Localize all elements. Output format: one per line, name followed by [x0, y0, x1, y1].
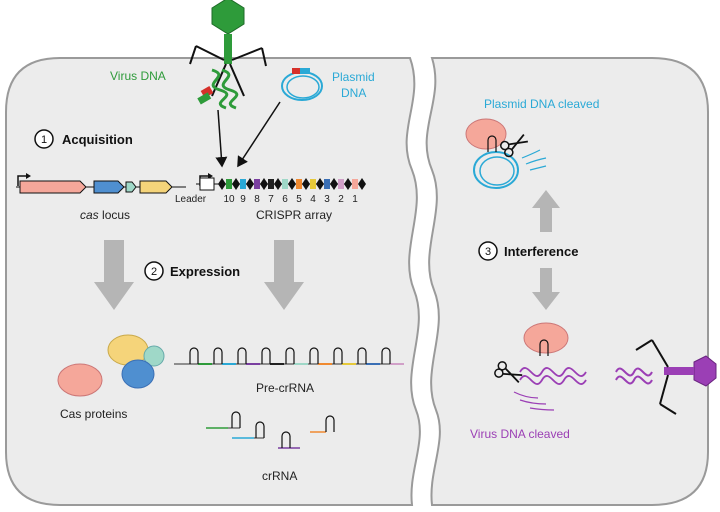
crispr-spacer — [240, 179, 246, 189]
spacer-number: 8 — [254, 194, 260, 205]
phage-icon — [615, 339, 717, 415]
crispr-spacer — [254, 179, 260, 189]
plasmid-dna-label-line1: Plasmid — [332, 70, 375, 84]
crispr-repeat — [246, 178, 254, 190]
pre-crrna-hairpin — [189, 347, 199, 364]
virus-cleavage-complex — [513, 322, 587, 411]
step3-number: 3 — [485, 246, 491, 258]
spacer-number: 9 — [240, 194, 246, 205]
pre-crrna-hairpin — [213, 347, 223, 364]
crispr-spacer — [338, 179, 344, 189]
crispr-array-label: CRISPR array — [256, 208, 332, 222]
pre-crrna-hairpin — [261, 347, 271, 364]
cell-left — [5, 57, 421, 506]
promoter-arrow-icon — [17, 175, 28, 186]
step2-title: Expression — [170, 264, 240, 279]
pre-crrna-hairpin — [237, 347, 247, 364]
pre-crrna-hairpin — [381, 347, 391, 364]
spacer-number: 4 — [310, 194, 316, 205]
crispr-repeat — [344, 178, 352, 190]
gene-arrow-icon — [19, 180, 87, 194]
spacer-number: 1 — [352, 194, 358, 205]
spacer-number: 6 — [282, 194, 288, 205]
plasmid-cleavage-complex — [465, 118, 547, 189]
scissors-icon — [494, 361, 523, 384]
crispr-repeat — [358, 178, 366, 190]
crispr-spacer — [352, 179, 358, 189]
step3-title: Interference — [504, 244, 578, 259]
spacer-number: 7 — [268, 194, 274, 205]
pre-crrna-hairpin — [309, 347, 319, 364]
step1-number: 1 — [41, 134, 47, 146]
crispr-repeat — [218, 178, 226, 190]
crrna-label: crRNA — [262, 469, 297, 483]
virus-dna-label: Virus DNA — [110, 69, 166, 83]
step2-badge — [144, 261, 164, 281]
cas-proteins-label: Cas proteins — [60, 407, 127, 421]
spacer-number: 5 — [296, 194, 302, 205]
crispr-repeat — [330, 178, 338, 190]
step1-title: Acquisition — [62, 132, 133, 147]
expression-arrow-left — [94, 240, 134, 310]
cas-locus-label: cas locus — [80, 208, 130, 222]
step2-number: 2 — [151, 266, 157, 278]
crispr-repeat — [232, 178, 240, 190]
step3-badge — [478, 241, 498, 261]
expression-arrow-right — [264, 240, 304, 310]
spacer-number: 10 — [223, 194, 235, 205]
interference-arrow-down — [532, 268, 560, 310]
crispr-spacer — [268, 179, 274, 189]
plasmid-dna-label-line2: DNA — [341, 86, 366, 100]
crispr-repeat — [274, 178, 282, 190]
pre-crrna-hairpin — [333, 347, 343, 364]
pre-crrna-hairpin — [285, 347, 295, 364]
cell-right — [425, 57, 709, 506]
interference-arrow-up — [532, 190, 560, 232]
crispr-spacer — [310, 179, 316, 189]
phage-icon — [189, 0, 267, 110]
crispr-spacer — [226, 179, 232, 189]
plasmid-cleaved-label: Plasmid DNA cleaved — [484, 97, 599, 111]
virus-cleaved-label: Virus DNA cleaved — [470, 427, 570, 441]
acquisition-arrow-virus — [215, 109, 228, 168]
scissors-icon — [500, 133, 528, 158]
cas-locus — [16, 173, 186, 194]
crispr-spacer — [324, 179, 330, 189]
step1-badge — [34, 129, 54, 149]
crispr-spacer — [282, 179, 288, 189]
spacer-number: 2 — [338, 194, 344, 205]
plasmid-icon — [281, 68, 323, 101]
pre-crrna-hairpin — [357, 347, 367, 364]
acquisition-arrow-plasmid — [237, 101, 281, 168]
crrna-fragments — [206, 411, 335, 449]
leader-label: Leader — [175, 194, 207, 205]
crispr-array — [196, 173, 366, 191]
pre-crrna-label: Pre-crRNA — [256, 381, 314, 395]
crispr-repeat — [302, 178, 310, 190]
spacer-number: 3 — [324, 194, 330, 205]
crispr-repeat — [316, 178, 324, 190]
crispr-spacer — [296, 179, 302, 189]
crispr-repeat — [288, 178, 296, 190]
cas-proteins-cluster — [57, 334, 165, 397]
crispr-repeat — [260, 178, 268, 190]
pre-crrna-strand — [174, 347, 404, 365]
